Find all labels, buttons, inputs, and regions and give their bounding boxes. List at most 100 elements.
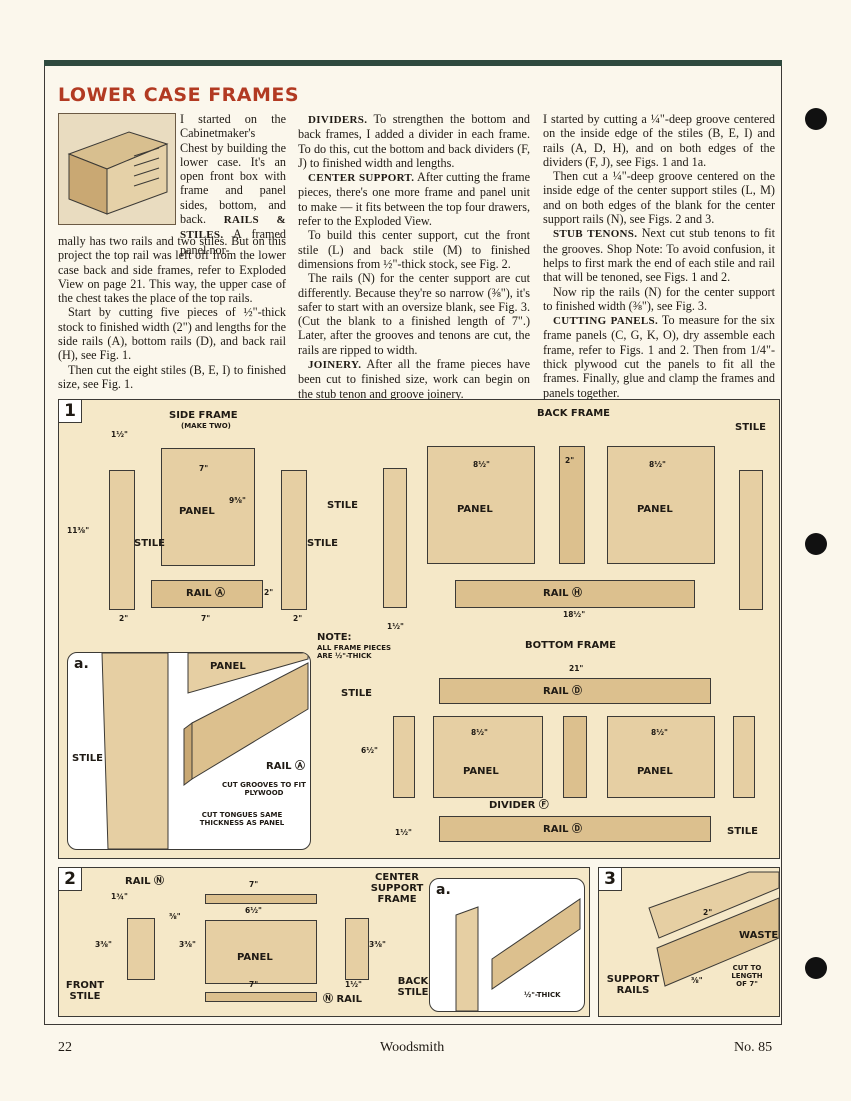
detail-a-label: a. — [74, 656, 89, 672]
stile-label: STILE — [341, 688, 372, 699]
figure-number: 3 — [599, 868, 622, 891]
note-body: ALL FRAME PIECES ARE ½"-THICK — [317, 644, 392, 660]
dim-label: 6½" — [245, 906, 262, 915]
side-panel — [161, 448, 255, 566]
dim-label: 2" — [293, 614, 303, 623]
bottom-frame-title: BOTTOM FRAME — [525, 640, 616, 651]
back-rail-h — [455, 580, 695, 608]
bottom-panel-right — [607, 716, 715, 798]
stile-label: STILE — [72, 753, 103, 764]
paragraph: After all the frame pieces have been cut… — [298, 357, 530, 401]
rail-d-label: RAIL Ⓓ — [543, 824, 583, 835]
chest-thumbnail — [58, 113, 176, 225]
rail-n-top — [205, 894, 317, 904]
paragraph: To strengthen the bottom and back frames… — [298, 112, 530, 170]
stile-i — [383, 468, 407, 608]
paragraph: Next cut stub tenons to fit the grooves.… — [543, 226, 776, 285]
intro-paragraph: I started on the Cabinetmaker's Chest by… — [180, 112, 286, 227]
divider-f — [563, 716, 587, 798]
bottom-rail-d-bottom — [439, 816, 711, 842]
panel-label: PANEL — [210, 661, 246, 672]
figure-number: 1 — [59, 400, 82, 423]
dim-label: ⅜" — [691, 976, 703, 985]
dim-label: 2" — [703, 908, 713, 917]
rail-n-bottom-label: Ⓝ RAIL — [323, 994, 363, 1005]
figure-number: 2 — [59, 868, 82, 891]
rail-n-label: RAIL Ⓝ — [125, 876, 165, 887]
dim-label: 6½" — [361, 746, 378, 755]
note-head: NOTE: — [317, 632, 352, 643]
dim-label: 8½" — [651, 728, 668, 737]
thick-note: ½"-THICK — [524, 991, 561, 999]
waste-label: WASTE — [739, 930, 779, 941]
back-stile-m — [345, 918, 369, 980]
panel-label: PANEL — [457, 504, 493, 515]
panel-label: PANEL — [237, 952, 273, 963]
column-3: I started by cutting a ¼"-deep groove ce… — [543, 112, 775, 400]
dim-label: 21" — [569, 664, 584, 673]
stile-label: STILE — [134, 538, 165, 549]
dim-label: ⅜" — [169, 912, 181, 921]
dim-label: 7" — [249, 980, 259, 989]
page-frame — [44, 66, 782, 1025]
subhead: JOINERY. — [308, 359, 362, 372]
magazine-name: Woodsmith — [380, 1040, 445, 1055]
figure-1: 1 SIDE FRAME (MAKE TWO) PANEL RAIL Ⓐ STI… — [58, 399, 780, 859]
column-2: DIVIDERS. To strengthen the bottom and b… — [298, 112, 530, 401]
front-stile-l — [127, 918, 155, 980]
figure-2: 2 RAIL Ⓝ PANEL CENTER SUPPORT FRAME FRON… — [58, 867, 590, 1017]
figure-3: 3 WASTE CUT TO LENGTH OF 7" SUPPORT RAIL… — [598, 867, 780, 1017]
rail-d-label: RAIL Ⓓ — [543, 686, 583, 697]
binder-hole — [805, 957, 827, 979]
paragraph: mally has two rails and two stiles. But … — [58, 234, 286, 306]
paragraph: Then cut the eight stiles (B, E, I) to f… — [58, 362, 286, 391]
paragraph: To build this center support, cut the fr… — [298, 228, 530, 271]
stile-e-left — [393, 716, 415, 798]
detail-2a: a. ½"-THICK — [429, 878, 585, 1012]
column-1: mally has two rails and two stiles. But … — [58, 234, 286, 391]
panel-label: PANEL — [637, 504, 673, 515]
stile-i-right — [739, 470, 763, 610]
intro-wrap-text: I started on the Cabinetmaker's Chest by… — [180, 112, 286, 257]
dim-label: 1½" — [345, 980, 362, 989]
stile-label: STILE — [735, 422, 766, 433]
bottom-rail-d-top — [439, 678, 711, 704]
dim-label: 7" — [201, 614, 211, 623]
cut-tongues-note: CUT TONGUES SAME THICKNESS AS PANEL — [199, 811, 285, 827]
dim-label: 1½" — [395, 828, 412, 837]
rail-h-label: RAIL Ⓗ — [543, 588, 583, 599]
paragraph: Then cut a ¼"-deep groove centered on th… — [543, 169, 775, 227]
binder-hole — [805, 533, 827, 555]
dim-label: 8½" — [473, 460, 490, 469]
dim-label: 2" — [119, 614, 129, 623]
dim-label: 3⅜" — [95, 940, 112, 949]
center-panel — [205, 920, 317, 984]
dim-label: 8½" — [649, 460, 666, 469]
stile-b-left — [109, 470, 135, 610]
dim-label: 2" — [565, 456, 575, 465]
dim-label: 3⅜" — [179, 940, 196, 949]
side-frame-title: SIDE FRAME — [169, 410, 238, 421]
subhead: DIVIDERS. — [308, 114, 368, 126]
cut-to-length-note: CUT TO LENGTH OF 7" — [731, 964, 763, 988]
stile-label: STILE — [727, 826, 758, 837]
bottom-panel-left — [433, 716, 543, 798]
dim-label: 1½" — [387, 622, 404, 631]
front-stile-label: FRONT STILE — [65, 980, 105, 1002]
issue-number: No. 85 — [734, 1040, 773, 1055]
subhead: CENTER SUPPORT. — [308, 172, 415, 185]
stile-e-right — [733, 716, 755, 798]
back-stile-label: BACK STILE — [397, 976, 429, 998]
subhead: STUB TENONS. — [553, 228, 638, 241]
rails-stiles-wrap: A framed panel nor- — [180, 227, 287, 257]
dim-label: 7" — [249, 880, 259, 889]
back-frame-title: BACK FRAME — [537, 408, 610, 419]
stile-label: STILE — [307, 538, 338, 549]
detail-a-label: a. — [436, 882, 451, 898]
header-rule — [44, 60, 782, 66]
dim-label: 11⅜" — [67, 526, 90, 535]
divider-label: DIVIDER Ⓕ — [489, 800, 549, 811]
page-number: 22 — [58, 1040, 72, 1055]
dim-label: 1¾" — [111, 892, 128, 901]
side-rail-a — [151, 580, 263, 608]
